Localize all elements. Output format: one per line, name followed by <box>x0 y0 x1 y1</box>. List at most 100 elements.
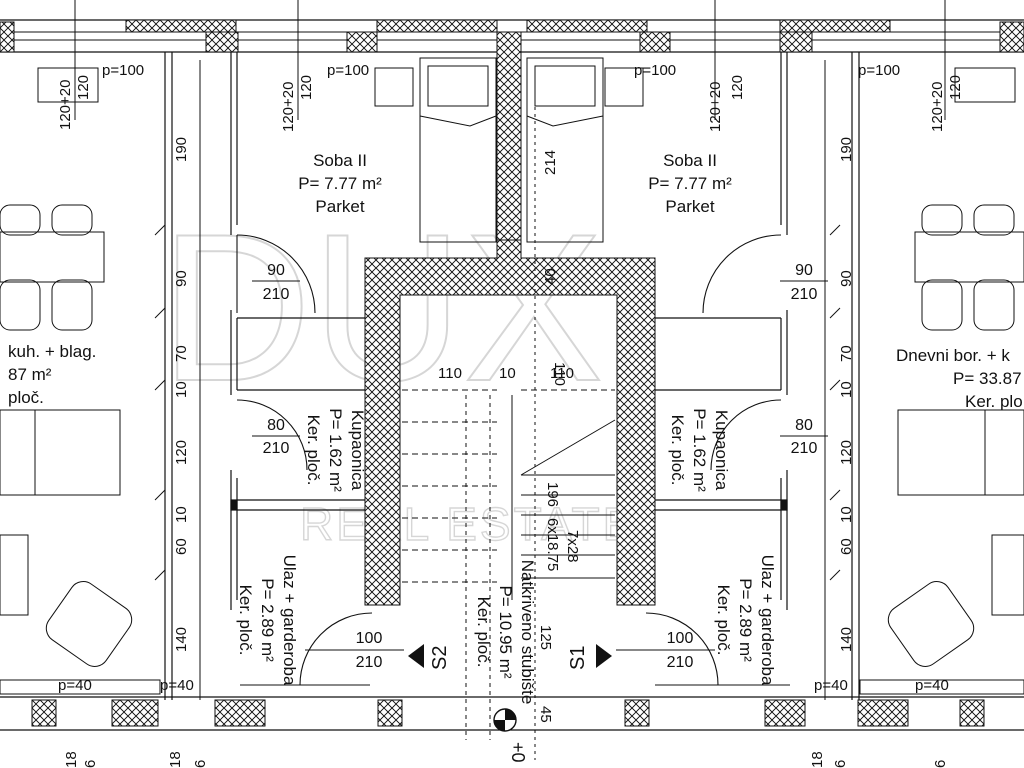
bottom-labels: p=40 p=40 p=40 p=40 18 18 6 6 18 6 6 <box>58 677 949 768</box>
stubiste-floor: Ker. ploč. <box>474 597 493 668</box>
ulaz-left-area: P= 2.89 m² <box>258 578 277 662</box>
room-ulaz-left: Ulaz + garderoba P= 2.89 m² Ker. ploč. <box>236 555 299 686</box>
bottom-b4: 6 <box>82 760 99 768</box>
section-s1-arrow <box>596 644 612 668</box>
stair-count: 6x18.75 <box>544 518 561 571</box>
dim-right-7: 140 <box>838 627 855 652</box>
door-soba-left-w: 90 <box>267 262 285 279</box>
stair-d125: 125 <box>537 625 554 650</box>
stair-d110a: 110 <box>438 365 462 382</box>
interior-walls <box>164 52 860 700</box>
stair-walls <box>364 31 656 606</box>
beds <box>374 57 644 243</box>
bottom-b1: 18 <box>63 751 80 768</box>
stubiste-area: P= 10.95 m² <box>496 585 515 678</box>
door-soba-right-h: 210 <box>791 286 818 303</box>
window-3-b: 120+20 <box>707 82 724 132</box>
stair-flight <box>402 389 616 740</box>
window-3-p: p=100 <box>634 62 676 79</box>
dim-left-7: 140 <box>173 627 190 652</box>
door-ulaz-left: 100 210 <box>305 630 404 671</box>
door-ulaz-right-w: 100 <box>667 630 694 647</box>
furniture-right <box>859 67 1024 695</box>
stair-d40: 40 <box>542 268 559 285</box>
dnevni-right-name: Dnevni bor. + k <box>896 346 1010 365</box>
stair-d110-vert: 110 <box>551 362 568 386</box>
window-1-b: 120+20 <box>57 80 74 130</box>
stair-dims: 214 40 110 10 110 110 196 7x28 6x18.75 1… <box>438 150 581 763</box>
bottom-b5: 18 <box>809 751 826 768</box>
bottom-p1: p=40 <box>58 677 92 694</box>
dims-right: 190 90 70 10 120 10 60 140 <box>838 137 855 652</box>
door-kupaonica-right: 80 210 <box>780 417 828 457</box>
window-4-b: 120+20 <box>929 82 946 132</box>
room-ulaz-right: Ulaz + garderoba P= 2.89 m² Ker. ploč. <box>714 555 777 686</box>
door-ulaz-right: 100 210 <box>616 630 715 671</box>
dim-left-3: 10 <box>173 381 190 398</box>
door-soba-right-w: 90 <box>795 262 813 279</box>
bottom-b3: 6 <box>192 760 209 768</box>
soba-right-area: P= 7.77 m² <box>648 174 732 193</box>
soba-left-name: Soba II <box>313 151 367 170</box>
bottom-b6: 6 <box>832 760 849 768</box>
dnevni-left-floor: ploč. <box>8 388 44 407</box>
door-soba-left-h: 210 <box>263 286 290 303</box>
room-stubiste: Natkriveno stubište P= 10.95 m² Ker. plo… <box>474 560 537 705</box>
window-3: p=100 120 120+20 <box>634 62 746 132</box>
room-soba-right: Soba II P= 7.77 m² Parket <box>648 151 732 216</box>
door-soba-right: 90 210 <box>780 262 828 303</box>
window-2: p=100 120 120+20 <box>280 62 369 132</box>
stair-d110b: 110 <box>550 365 574 382</box>
dim-right-6: 60 <box>838 538 855 555</box>
window-4: p=100 120 120+20 <box>858 62 964 132</box>
kupaonica-right-name: Kupaonica <box>712 410 731 491</box>
dim-left-6: 60 <box>173 538 190 555</box>
door-soba-left: 90 210 <box>252 262 300 303</box>
dim-right-1: 90 <box>838 270 855 287</box>
soba-right-name: Soba II <box>663 151 717 170</box>
kupaonica-left-floor: Ker. ploč. <box>304 415 323 486</box>
level-label: +0 <box>508 742 528 763</box>
room-dnevni-right: Dnevni bor. + k P= 33.87 Ker. plo <box>896 346 1023 411</box>
dim-left-1: 90 <box>173 270 190 287</box>
ulaz-right-name: Ulaz + garderoba <box>758 555 777 686</box>
stair-d214: 214 <box>542 150 559 175</box>
door-kupaonica-left: 80 210 <box>252 417 300 457</box>
window-2-p: p=100 <box>327 62 369 79</box>
kupaonica-right-floor: Ker. ploč. <box>668 415 687 486</box>
dim-right-3: 10 <box>838 381 855 398</box>
top-wall <box>0 19 1024 53</box>
window-4-a: 120 <box>947 75 964 100</box>
dim-right-0: 190 <box>838 137 855 162</box>
kupaonica-right-area: P= 1.62 m² <box>690 408 709 492</box>
ulaz-right-floor: Ker. ploč. <box>714 585 733 656</box>
window-3-a: 120 <box>729 75 746 100</box>
dnevni-right-area: P= 33.87 <box>953 369 1022 388</box>
soba-left-area: P= 7.77 m² <box>298 174 382 193</box>
dim-right-4: 120 <box>838 440 855 465</box>
bottom-p2: p=40 <box>160 677 194 694</box>
ulaz-left-floor: Ker. ploč. <box>236 585 255 656</box>
window-1-a: 120 <box>75 75 92 100</box>
window-2-b: 120+20 <box>280 82 297 132</box>
dimension-lines <box>74 0 946 760</box>
window-4-p: p=100 <box>858 62 900 79</box>
dim-left-2: 70 <box>173 345 190 362</box>
section-s1-label: S1 <box>567 646 589 670</box>
dim-right-5: 10 <box>838 506 855 523</box>
ulaz-right-area: P= 2.89 m² <box>736 578 755 662</box>
dnevni-left-area: 87 m² <box>8 365 52 384</box>
stair-d45: 45 <box>537 706 554 723</box>
door-kup-left-w: 80 <box>267 417 285 434</box>
door-kup-left-h: 210 <box>263 440 290 457</box>
window-2-a: 120 <box>298 75 315 100</box>
dnevni-right-floor: Ker. plo <box>965 392 1023 411</box>
dim-left-4: 120 <box>173 440 190 465</box>
bottom-b2: 18 <box>167 751 184 768</box>
window-1-p: p=100 <box>102 62 144 79</box>
watermark-sub: REAL ESTATE <box>300 498 636 550</box>
stubiste-name: Natkriveno stubište <box>518 560 537 705</box>
window-1: p=100 120 120+20 <box>57 62 144 130</box>
dims-left: 190 90 70 10 120 10 60 140 <box>173 137 190 652</box>
